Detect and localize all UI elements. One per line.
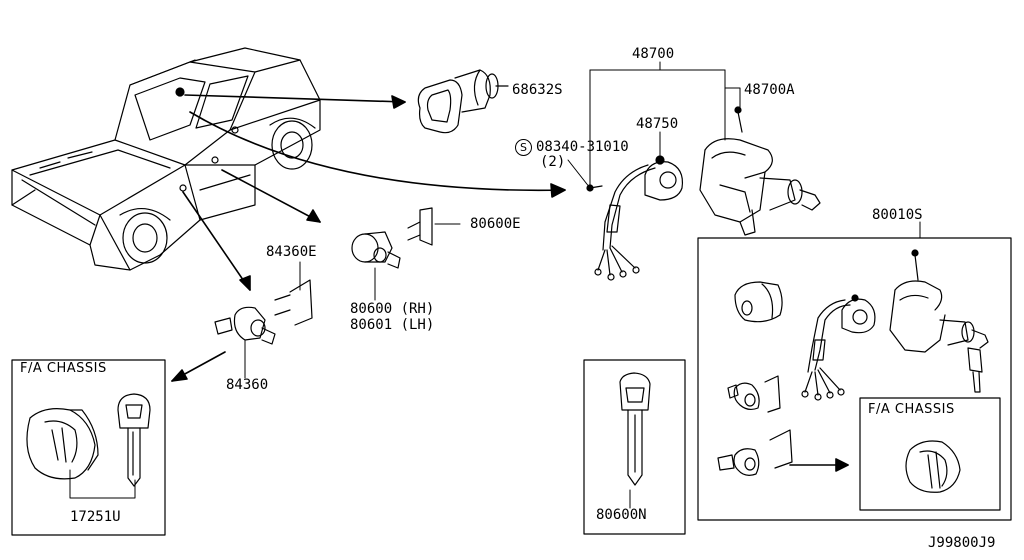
part-label-48750: 48750 [636, 116, 679, 132]
leader-lines [69, 61, 921, 509]
part-label-08340-31010: 08340-31010 [536, 139, 629, 155]
part-label-80600-rh: 80600 (RH) [350, 301, 435, 317]
part-label-68632s: 68632S [512, 82, 563, 98]
part-label-80601-lh: 80601 (LH) [350, 317, 435, 333]
key-blank-box [583, 359, 686, 535]
back-door-lock-cylinder [417, 69, 509, 134]
part-label-80600n: 80600N [596, 507, 647, 523]
door-lock-cylinder [351, 207, 433, 269]
side-lock-cylinder [214, 279, 313, 345]
part-label-48700: 48700 [632, 46, 675, 62]
part-label-84360e: 84360E [266, 244, 317, 260]
screw-symbol-icon: S [515, 139, 532, 156]
part-quantity-08340: (2) [540, 154, 566, 170]
callout-arrows [171, 94, 849, 472]
part-label-17251u: 17251U [70, 509, 121, 525]
part-label-84360: 84360 [226, 377, 269, 393]
part-label-80010s: 80010S [872, 207, 923, 223]
ignition-switch-assembly [586, 106, 821, 281]
pickup-truck-drawing [11, 47, 321, 271]
fa-chassis-left-box [11, 359, 166, 536]
part-label-80600e: 80600E [470, 216, 521, 232]
diagram-reference-code: J99800J9 [928, 535, 996, 551]
fa-chassis-left-title: F/A CHASSIS [20, 361, 107, 376]
fa-chassis-right-title: F/A CHASSIS [868, 402, 955, 417]
part-label-48700a: 48700A [744, 82, 795, 98]
lock-set-kit-box [697, 237, 1012, 521]
